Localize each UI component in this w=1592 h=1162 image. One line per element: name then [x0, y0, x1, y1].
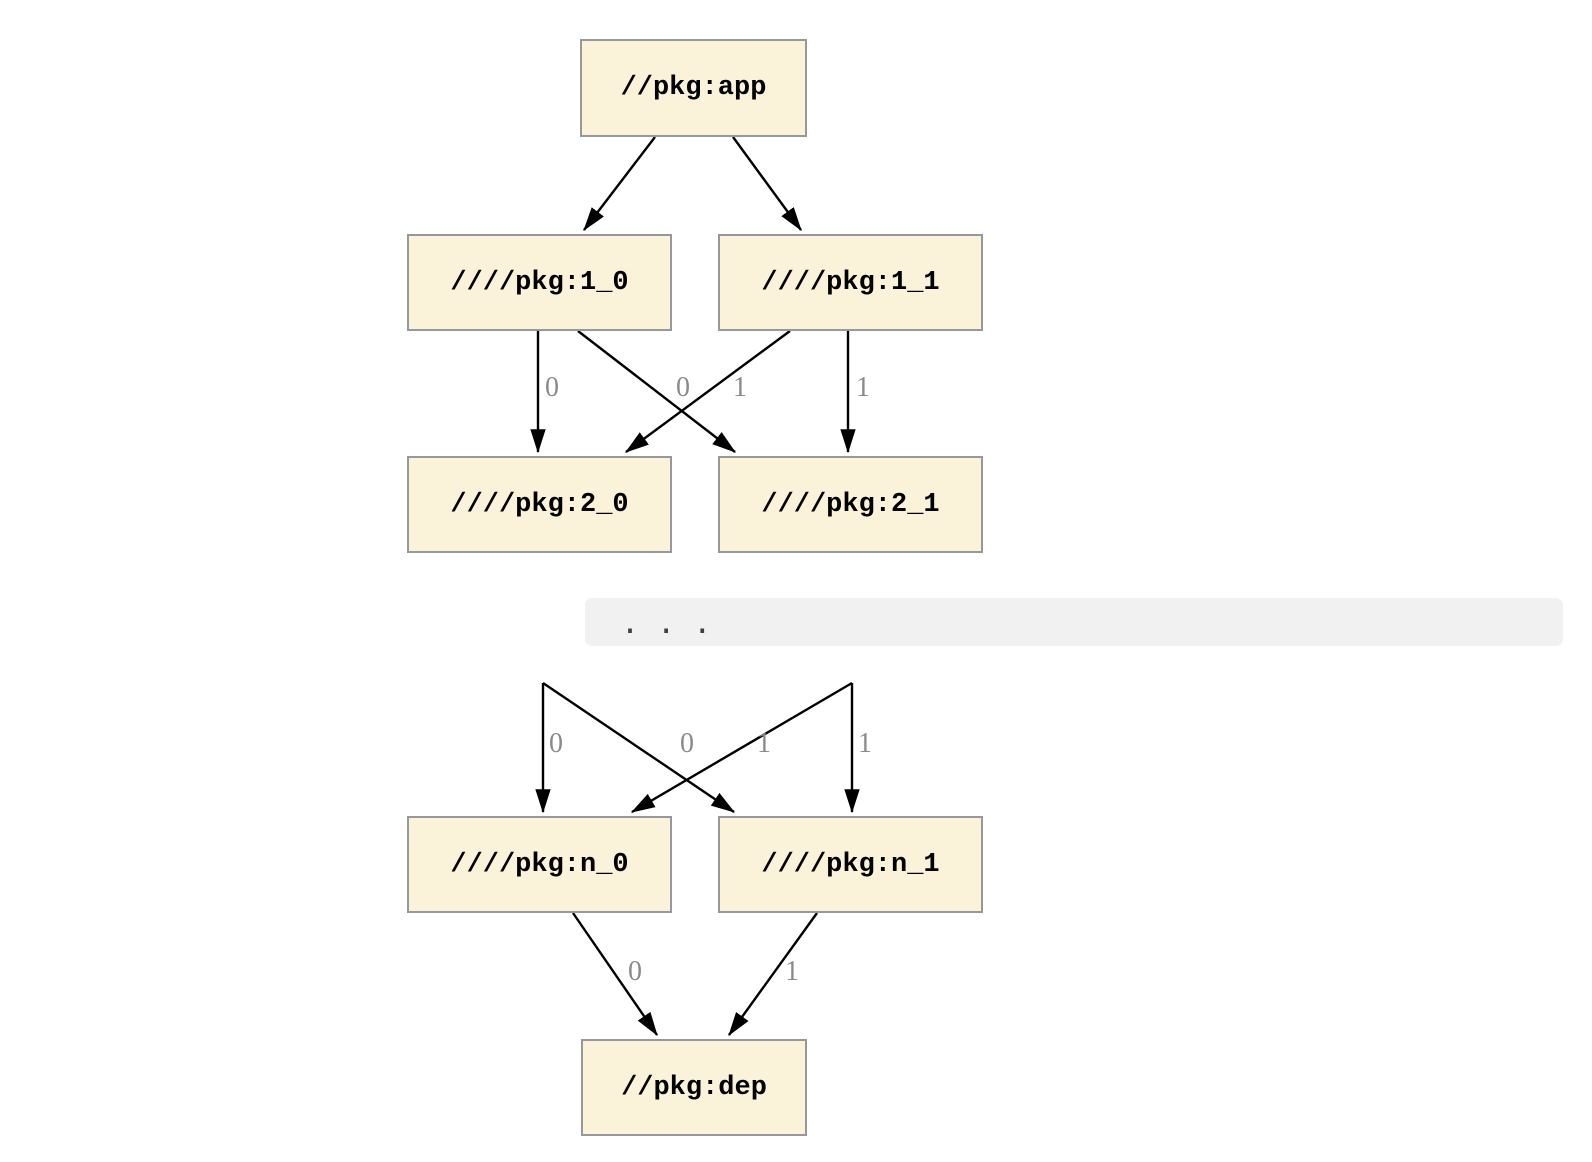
- edge-n_0-to-dep: [572, 912, 658, 1036]
- node-pkg-2_0-label: ////pkg:2_0: [450, 489, 629, 520]
- node-pkg-2_0: ////pkg:2_0: [407, 456, 672, 553]
- edge-label-1_1-to-2_0: 0: [676, 372, 690, 403]
- edge-n_1-to-dep: [728, 912, 818, 1036]
- edge-prev-to-n_0-cross: [630, 681, 853, 814]
- edge-label-n_0-to-dep: 0: [628, 956, 642, 987]
- edge-1_1-to-2_0: [625, 330, 791, 453]
- edge-label-n_1-to-dep: 1: [785, 956, 799, 987]
- edge-label-1_1-to-2_1: 1: [856, 372, 870, 403]
- node-pkg-n_1: ////pkg:n_1: [718, 816, 983, 913]
- node-pkg-1_0-label: ////pkg:1_0: [450, 267, 629, 298]
- edge-label-prev-to-n_0-cross: 0: [680, 728, 694, 759]
- ellipsis-text: . . .: [621, 606, 712, 641]
- node-app: //pkg:app: [580, 39, 807, 137]
- node-dep-label: //pkg:dep: [621, 1072, 767, 1103]
- edge-app-to-1_0: [583, 136, 656, 231]
- edge-label-prev-to-n_1-cross: 1: [757, 728, 771, 759]
- edge-app-to-1_1: [732, 136, 802, 231]
- node-pkg-2_1: ////pkg:2_1: [718, 456, 983, 553]
- edge-label-prev-to-n_0-straight: 0: [549, 728, 563, 759]
- node-pkg-n_0-label: ////pkg:n_0: [450, 849, 629, 880]
- collapsed-levels-bar: . . .: [585, 598, 1563, 646]
- edge-1_0-to-2_1: [577, 330, 736, 453]
- node-pkg-1_1: ////pkg:1_1: [718, 234, 983, 331]
- node-pkg-n_1-label: ////pkg:n_1: [761, 849, 940, 880]
- node-pkg-1_1-label: ////pkg:1_1: [761, 267, 940, 298]
- node-pkg-2_1-label: ////pkg:2_1: [761, 489, 940, 520]
- node-dep: //pkg:dep: [581, 1039, 807, 1136]
- node-pkg-1_0: ////pkg:1_0: [407, 234, 672, 331]
- edge-label-1_0-to-2_1: 1: [733, 372, 747, 403]
- edge-prev-to-n_1-cross: [542, 682, 735, 813]
- edge-label-1_0-to-2_0: 0: [545, 372, 559, 403]
- node-pkg-n_0: ////pkg:n_0: [407, 816, 672, 913]
- edge-label-prev-to-n_1-straight: 1: [858, 728, 872, 759]
- node-app-label: //pkg:app: [620, 73, 767, 103]
